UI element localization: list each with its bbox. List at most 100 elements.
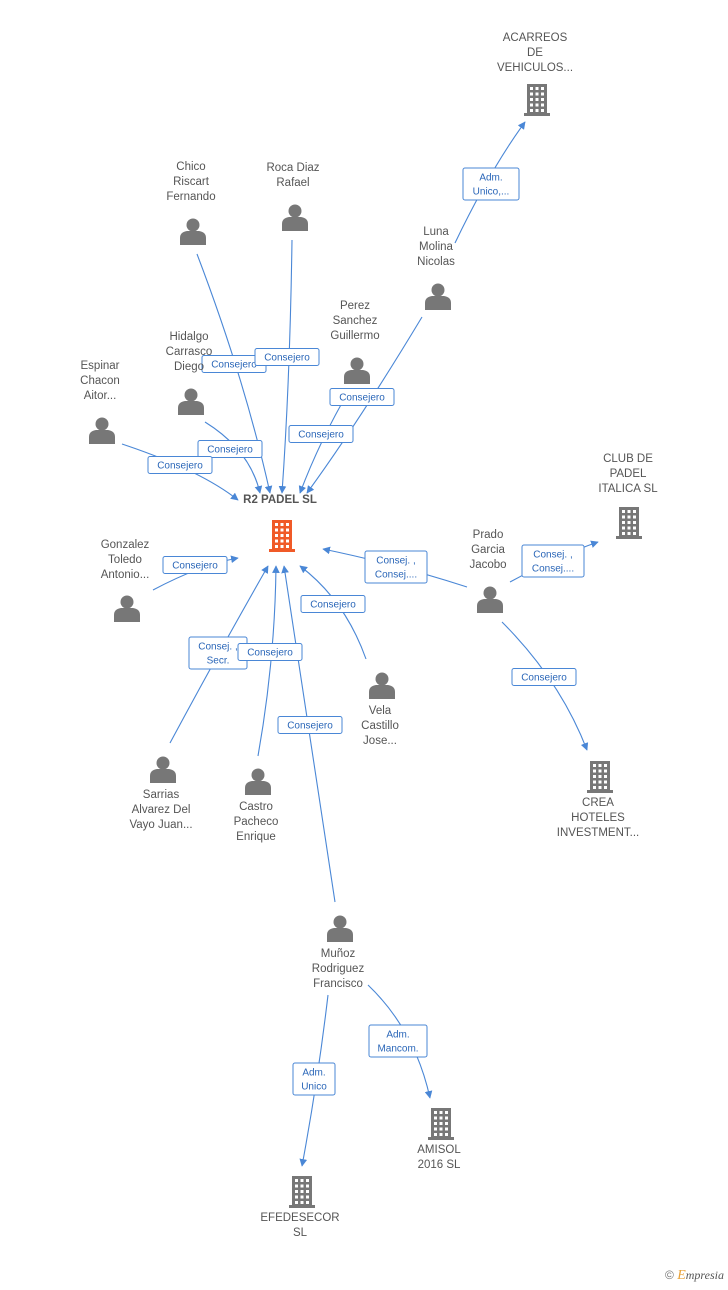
edge-labels-layer: Adm.Unico,...ConsejeroConsejeroConsejero… [147, 167, 585, 1096]
node-label-line: Diego [174, 361, 204, 373]
building-window [280, 534, 284, 537]
node-label-line: Nicolas [417, 256, 455, 268]
node-label-line: CREA [582, 797, 614, 809]
person-head [95, 417, 109, 431]
edge-label-munoz-to-efedesecor[interactable]: Adm.Unico [292, 1062, 336, 1096]
edge-label-roca-to-r2[interactable]: Consejero [254, 348, 320, 366]
edge-label-prado-to-crea[interactable]: Consejero [511, 668, 577, 686]
building-window [280, 539, 284, 543]
building-window [439, 1133, 443, 1136]
building-window [295, 1184, 298, 1188]
edge-label-prado-to-r2[interactable]: Consej. ,Consej.... [364, 550, 428, 584]
building-window [535, 103, 539, 107]
node-crea[interactable]: CREAHOTELESINVESTMENT... [557, 761, 639, 839]
node-label-line: Espinar [81, 360, 120, 372]
edge-label-hidalgo-to-r2[interactable]: Consejero [197, 440, 263, 458]
building-window [541, 92, 544, 96]
node-vela[interactable]: VelaCastilloJose... [361, 672, 399, 748]
building-base [616, 536, 642, 539]
building-window [300, 1184, 304, 1188]
node-r2[interactable]: R2 PADEL SL [243, 494, 317, 552]
building-window [286, 528, 289, 532]
node-espinar[interactable]: EspinarChaconAitor... [80, 360, 120, 444]
edge-label-munoz-to-amisol[interactable]: Adm.Mancom. [368, 1024, 428, 1058]
edge-label-vela-to-r2[interactable]: Consejero [300, 595, 366, 613]
node-acarreos[interactable]: ACARREOSDEVEHICULOS... [497, 32, 573, 116]
building-window [598, 780, 602, 784]
edge-label-text: Consej. , [198, 642, 237, 653]
edge-label-text: Mancom. [377, 1044, 418, 1055]
person-body [477, 599, 503, 613]
person-body [369, 685, 395, 699]
node-label-line: Castro [239, 801, 273, 813]
empresia-watermark[interactable]: © Empresia [665, 1268, 724, 1284]
node-label-line: Francisco [313, 978, 363, 990]
node-label-line: Pacheco [234, 816, 279, 828]
building-window [286, 539, 289, 543]
edge-luna-to-r2 [306, 316, 423, 494]
building-window [622, 532, 625, 535]
edge-label-perez-to-r2[interactable]: Consejero [329, 388, 395, 406]
building-window [535, 87, 539, 90]
building-window [306, 1195, 309, 1199]
building-window [530, 87, 533, 90]
building-window [530, 98, 533, 101]
edge-label-text: Consejero [298, 430, 344, 441]
person-body [180, 231, 206, 245]
edge-label-luna-to-acarreos[interactable]: Adm.Unico,... [462, 167, 520, 201]
edge-chico-to-r2 [196, 253, 273, 494]
edge-label-gonzalez-to-r2[interactable]: Consejero [162, 556, 228, 574]
building-window [622, 521, 625, 524]
person-body [150, 769, 176, 783]
edge-label-espinar-to-r2[interactable]: Consejero [147, 456, 213, 474]
edge-label-box [368, 1024, 428, 1058]
node-label-line: Muñoz [321, 948, 356, 960]
edge-label-text: Adm. [479, 173, 502, 184]
building-window [541, 109, 544, 112]
node-label-line: Chacon [80, 375, 120, 387]
building-window [300, 1179, 304, 1182]
building-window [295, 1195, 298, 1199]
node-label-line: Perez [340, 300, 370, 312]
person-head [251, 768, 265, 782]
copyright-symbol: © [665, 1268, 674, 1282]
node-label-line: Jose... [363, 735, 397, 747]
brand-initial: E [677, 1268, 686, 1283]
building-window [280, 528, 284, 532]
edge-label-text: Consejero [521, 673, 567, 684]
node-label-line: 2016 SL [418, 1159, 461, 1171]
building-window [275, 534, 278, 537]
person-head [184, 388, 198, 402]
node-label-line: Alvarez Del [132, 804, 191, 816]
building-window [439, 1122, 443, 1125]
node-gonzalez[interactable]: GonzalezToledoAntonio... [101, 539, 150, 622]
node-label-line: SL [293, 1227, 308, 1239]
edge-label-luna-to-r2[interactable]: Consejero [288, 425, 354, 443]
node-label-line: Rodriguez [312, 963, 365, 975]
building-window [593, 769, 596, 773]
building-window [306, 1179, 309, 1182]
edge-label-munoz-to-r2[interactable]: Consejero [277, 716, 343, 734]
building-base [428, 1137, 454, 1140]
building-window [604, 764, 607, 767]
edge-label-prado-to-clubpadel[interactable]: Consej. ,Consej.... [521, 544, 585, 578]
person-icon [150, 756, 176, 783]
building-window [286, 523, 289, 526]
building-window [627, 521, 631, 524]
node-label-line: Castillo [361, 720, 399, 732]
building-icon [428, 1108, 454, 1140]
edge-label-castro-to-r2[interactable]: Consejero [237, 643, 303, 661]
